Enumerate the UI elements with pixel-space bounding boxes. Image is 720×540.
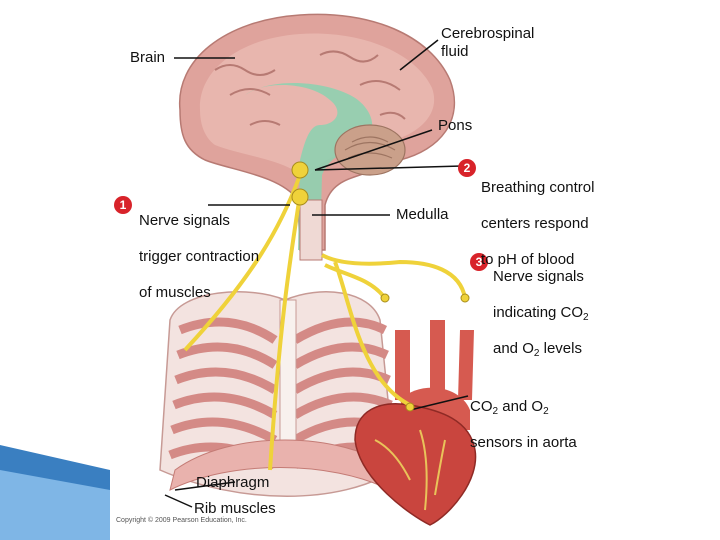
step-1-badge: 1 — [114, 196, 132, 214]
pons-label: Pons — [438, 117, 473, 134]
step-2-line-3: to pH of blood — [481, 251, 575, 268]
medulla-label: Medulla — [396, 206, 449, 223]
brain-label: Brain — [130, 49, 166, 66]
csf-label: Cerebrospinal fluid — [441, 25, 535, 60]
brain-illustration — [179, 13, 456, 261]
copyright-text: Copyright © 2009 Pearson Education, Inc. — [116, 517, 247, 524]
diaphragm-label: Diaphragm — [196, 474, 270, 491]
step-3-line-3-tail: levels — [539, 340, 582, 357]
step-2-line-1: Breathing control — [481, 179, 595, 196]
step-3-line-2: indicating CO2 — [493, 304, 589, 323]
step-2-text: Breathing control centers respond to pH … — [481, 161, 594, 287]
step-1-line-1: Nerve signals — [139, 212, 230, 229]
sensor-co-text: CO — [470, 398, 493, 415]
step-1-line-3: of muscles — [139, 284, 211, 301]
sensor-sub-2: 2 — [543, 406, 549, 417]
step-3-line-3: and O2 levels — [493, 340, 589, 359]
step-1-line-2: trigger contraction — [139, 248, 260, 265]
sensor-line-1: CO2 and O2 — [470, 398, 577, 417]
leader-lines — [164, 39, 469, 508]
rib-muscles-label: Rib muscles — [194, 500, 276, 517]
step-2-badge: 2 — [458, 159, 476, 177]
step-3-text: Nerve signals indicating CO2 and O2 leve… — [493, 250, 589, 376]
step-3-line-1: Nerve signals — [493, 268, 584, 285]
step-3-line-3-text: and O — [493, 340, 534, 357]
nerve-junctions — [291, 161, 470, 412]
step-3-line-2-text: indicating CO — [493, 304, 584, 321]
sensor-and-text: and O — [498, 398, 544, 415]
heart-illustration — [354, 320, 477, 526]
sensor-line-2: sensors in aorta — [470, 434, 577, 451]
step-3-sub-1: 2 — [583, 312, 589, 323]
sensor-sub-1: 2 — [492, 406, 499, 417]
step-3-sub-2: 2 — [533, 348, 540, 359]
sensor-label: CO2 and O2 sensors in aorta — [470, 380, 577, 470]
slide-decoration-accent — [0, 470, 110, 540]
step-3-badge: 3 — [470, 253, 488, 271]
step-1-text: Nerve signals trigger contraction of mus… — [139, 194, 259, 320]
step-2-line-2: centers respond — [481, 215, 589, 232]
